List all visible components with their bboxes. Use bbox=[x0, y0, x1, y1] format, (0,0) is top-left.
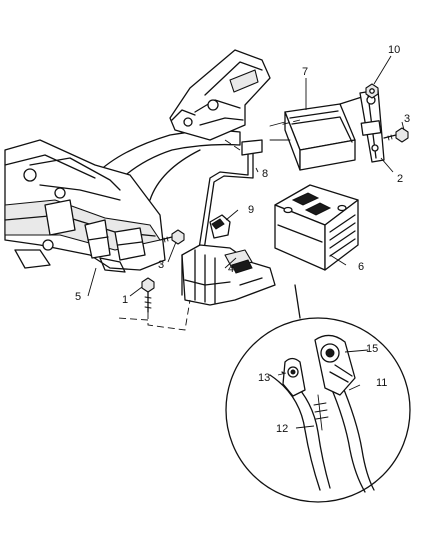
lower-battery-support bbox=[181, 244, 276, 306]
detail-view bbox=[225, 284, 411, 503]
callout-12: 12 bbox=[276, 423, 288, 435]
callout-4: 4 bbox=[228, 263, 234, 275]
callout-6: 6 bbox=[358, 261, 364, 273]
callout-8: 8 bbox=[262, 168, 268, 180]
callout-3-lower: 3 bbox=[158, 259, 164, 271]
bolt-part-3-upper bbox=[383, 127, 409, 143]
callout-2: 2 bbox=[397, 173, 403, 185]
callout-3-upper: 3 bbox=[404, 113, 410, 125]
callout-11: 11 bbox=[376, 377, 387, 389]
leader-lines bbox=[87, 55, 405, 429]
bolt-part-1 bbox=[141, 277, 155, 313]
callout-13: 13 bbox=[258, 372, 270, 384]
battery-tray bbox=[269, 95, 376, 171]
callout-5: 5 bbox=[75, 291, 81, 303]
callout-7: 7 bbox=[302, 66, 308, 78]
radiator-support-bracket bbox=[169, 49, 271, 141]
vehicle-frame-structure bbox=[4, 129, 241, 273]
callout-10: 10 bbox=[388, 44, 400, 56]
callout-15: 15 bbox=[366, 343, 378, 355]
terminal-boot bbox=[209, 214, 231, 239]
bolt-part-3-lower bbox=[159, 229, 185, 245]
hold-down-bracket bbox=[359, 89, 385, 163]
callout-9: 9 bbox=[248, 204, 254, 216]
battery bbox=[274, 184, 359, 271]
battery-cable-rod bbox=[197, 137, 263, 258]
hex-nut-part-10 bbox=[365, 83, 379, 99]
callout-1: 1 bbox=[122, 294, 128, 306]
